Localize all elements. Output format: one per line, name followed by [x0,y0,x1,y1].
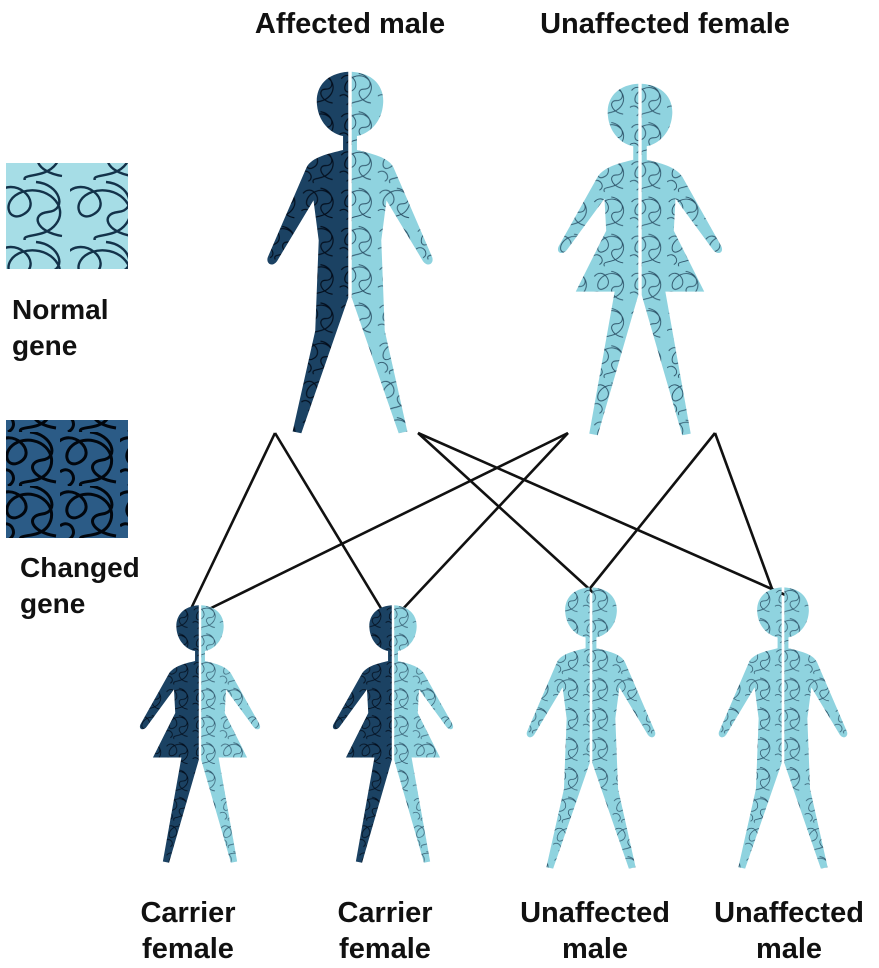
normal-gene-label-line1: Normal [12,292,108,328]
child-label-3: Unaffected male [505,895,685,967]
child-label-4-line1: Unaffected [699,895,879,931]
inheritance-lines [188,433,790,615]
connector-line [715,433,775,597]
connector-line [188,433,275,615]
child-label-2-line2: female [325,931,445,967]
child-label-2: Carrier female [325,895,445,967]
connector-line [418,433,598,597]
affected-male-label: Affected male [240,6,460,42]
changed-gene-swatch [6,420,128,538]
child-label-1-line2: female [128,931,248,967]
unaffected-female-label: Unaffected female [520,6,810,42]
child-label-2-line1: Carrier [325,895,445,931]
connector-line [203,433,568,612]
normal-gene-label-line2: gene [12,328,108,364]
unaffected-male-figure-2 [719,587,848,868]
changed-gene-label-line1: Changed [20,550,140,586]
child-label-1: Carrier female [128,895,248,967]
affected-male-figure [267,72,432,434]
unaffected-male-figure-1 [527,587,656,868]
child-label-4-line2: male [699,931,879,967]
child-label-1-line1: Carrier [128,895,248,931]
normal-gene-label: Normal gene [12,292,108,364]
changed-gene-label-line2: gene [20,586,140,622]
unaffected-female-figure [558,84,722,436]
child-label-4: Unaffected male [699,895,879,967]
normal-gene-swatch [6,163,128,269]
changed-gene-label: Changed gene [20,550,140,622]
child-label-3-line1: Unaffected [505,895,685,931]
connector-line [400,433,568,612]
child-label-3-line2: male [505,931,685,967]
connector-line [275,433,385,615]
carrier-female-figure-2 [333,605,453,863]
carrier-female-figure-1 [140,605,260,863]
